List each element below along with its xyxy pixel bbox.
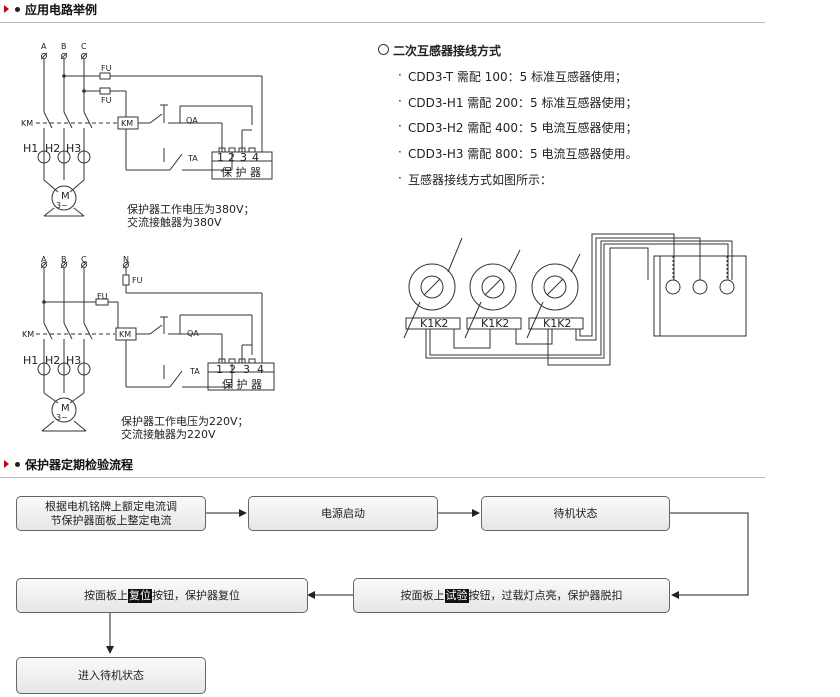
ct-wiring-diagram [403,233,747,366]
h2-label: H2 [45,354,61,367]
arrow-icon [4,460,9,468]
circuit-note: 交流接触器为220V [121,428,216,441]
circuit-diagram-380v [36,52,273,217]
phase-n-label: N [123,255,129,264]
ct-wiring-title: 二次互感器接线方式 [393,44,502,58]
ta-label: TA [190,367,200,376]
ct-terminal-label: K1K2 [481,317,510,330]
section-title: 保护器定期检验流程 [25,458,134,472]
terminal-1: 1 [216,363,223,376]
flow-step-text: 节保护器面板上整定电流 [50,513,172,527]
flow-step-test: 按面板上试验按钮，过载灯点亮，保护器脱扣 [353,578,670,613]
flow-step-text: 待机状态 [553,506,598,520]
circuit-diagram-220v [36,261,275,432]
motor-label: M [61,403,70,414]
ct-terminal-label: K1K2 [420,317,449,330]
circuit-note: 保护器工作电压为220V； [121,415,249,428]
terminal-4: 4 [252,151,259,164]
list-item: CDD3-H3 需配 800：5 电流互感器使用。 [408,147,638,161]
terminal-4: 4 [257,363,264,376]
list-bullet: · [398,145,402,159]
km-label: KM [22,330,35,339]
phase-b-label: B [61,42,67,51]
flow-step-standby: 待机状态 [481,496,670,531]
reset-key-label: 复位 [128,588,152,603]
circle-bullet-icon [378,44,389,55]
h2-label: H2 [45,142,61,155]
flow-step-text: 按面板上 [400,588,445,602]
flow-step-set-current: 根据电机铭牌上额定电流调 节保护器面板上整定电流 [16,496,206,531]
flow-step-reset: 按面板上复位按钮，保护器复位 [16,578,308,613]
terminal-2: 2 [228,151,235,164]
list-bullet: · [398,68,402,82]
section-header-application: 应用电路举例 [0,0,765,23]
phase-a-label: A [41,42,47,51]
list-item: CDD3-H1 需配 200：5 标准互感器使用； [408,96,638,110]
flow-step-enter-standby: 进入待机状态 [16,657,206,694]
protector-label: 保 护 器 [221,166,261,179]
section-header-inspection: 保护器定期检验流程 [0,455,765,478]
phase-c-label: C [81,255,87,264]
test-key-label: 试验 [444,588,469,603]
flow-step-text: 按钮，保护器复位 [152,588,240,602]
terminal-3: 3 [240,151,247,164]
phase-b-label: B [61,255,67,264]
motor-phase-label: 3~ [56,201,68,210]
flow-step-text: 进入待机状态 [78,668,144,682]
list-item: CDD3-T 需配 100：5 标准互感器使用； [408,70,628,84]
arrow-icon [4,5,9,13]
motor-label: M [61,191,70,202]
ta-label: TA [188,154,198,163]
flow-step-text: 电源启动 [321,506,365,520]
bullet-icon [15,462,20,467]
bullet-icon [15,7,20,12]
km-label: KM [21,119,34,128]
list-item: 互感器接线方式如图所示： [408,173,553,187]
qa-label: QA [186,116,198,125]
motor-phase-label: 3~ [56,413,68,422]
h1-label: H1 [23,142,39,155]
protector-label: 保 护 器 [222,378,262,391]
list-bullet: · [398,119,402,133]
section-title: 应用电路举例 [25,3,98,17]
fu-label: FU [97,292,108,301]
list-bullet: · [398,171,402,185]
terminal-3: 3 [243,363,250,376]
h3-label: H3 [66,354,82,367]
km-coil-label: KM [119,330,132,339]
fu-label: FU [101,96,112,105]
h3-label: H3 [66,142,82,155]
list-bullet: · [398,94,402,108]
km-coil-label: KM [121,119,134,128]
terminal-1: 1 [217,151,224,164]
flow-step-power-on: 电源启动 [248,496,438,531]
list-item: CDD3-H2 需配 400：5 电流互感器使用； [408,121,638,135]
terminal-2: 2 [229,363,236,376]
fu-label: FU [101,64,112,73]
ct-terminal-label: K1K2 [543,317,572,330]
flow-step-text: 按钮，过载灯点亮，保护器脱扣 [468,588,623,602]
flow-step-text: 按面板上 [84,588,128,602]
flow-step-text: 根据电机铭牌上额定电流调 [45,499,177,513]
fu-label: FU [132,276,143,285]
flow-arrows [106,509,749,654]
circuit-note: 保护器工作电压为380V； [127,203,255,216]
phase-a-label: A [41,255,47,264]
qa-label: QA [187,329,199,338]
phase-c-label: C [81,42,87,51]
h1-label: H1 [23,354,39,367]
circuit-note: 交流接触器为380V [127,216,222,229]
